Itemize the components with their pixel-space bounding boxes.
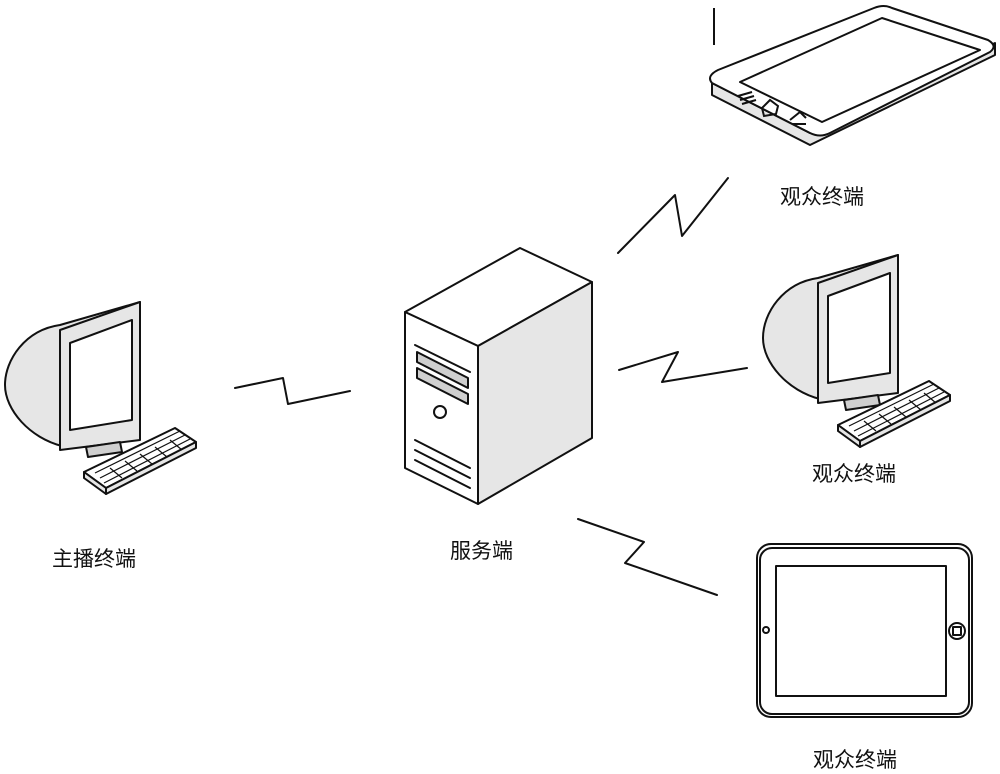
viewer-pc-label: 观众终端 <box>812 462 896 486</box>
anchor-terminal-label: 主播终端 <box>52 547 136 571</box>
server-tower-icon <box>404 247 593 505</box>
wireless-link-server-pc <box>618 351 748 383</box>
wireless-link-anchor-server <box>234 377 351 405</box>
viewer-phone-label: 观众终端 <box>780 185 864 209</box>
viewer-phone-icon <box>709 5 996 146</box>
viewer-tablet-label: 观众终端 <box>813 748 897 772</box>
wireless-link-server-tablet <box>577 518 718 596</box>
viewer-tablet-icon <box>756 543 973 718</box>
anchor-computer-icon <box>4 301 197 495</box>
viewer-computer-icon <box>762 254 951 448</box>
server-label: 服务端 <box>450 539 513 563</box>
wireless-link-server-phone <box>617 177 729 254</box>
